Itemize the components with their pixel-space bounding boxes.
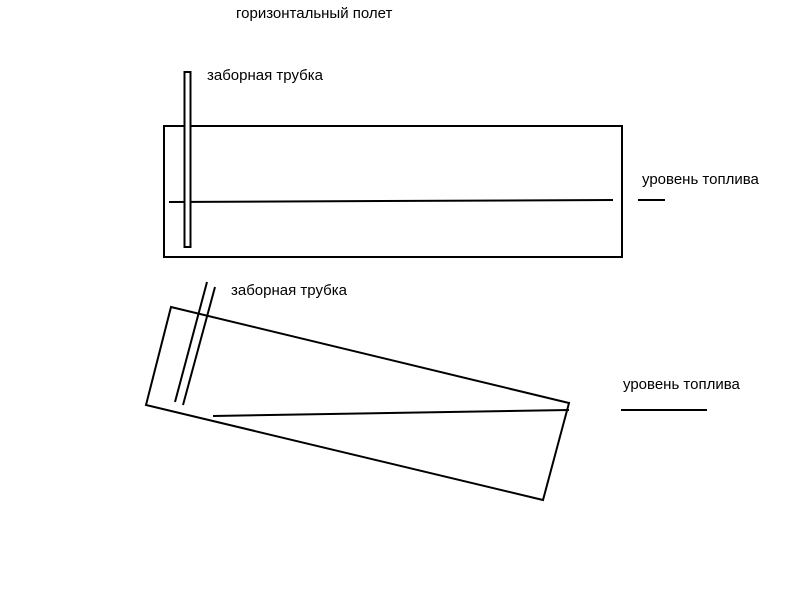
tilted-intake-tube-line-left	[174, 281, 208, 403]
horizontal-intake-tube	[183, 71, 192, 248]
horizontal-fuel-level-line	[168, 199, 614, 203]
diagram-title: горизонтальный полет	[236, 5, 393, 22]
fuel-level-label-top: уровень топлива	[642, 171, 759, 188]
tilted-fuel-level-line	[212, 409, 570, 417]
horizontal-tank	[163, 125, 623, 258]
tilted-intake-tube-line-right	[182, 286, 216, 406]
fuel-level-label-bottom: уровень топлива	[623, 376, 740, 393]
tilted-tank	[144, 305, 571, 502]
intake-tube-label-bottom: заборная трубка	[231, 282, 347, 299]
tilted-tank-group	[144, 281, 707, 502]
horizontal-tank-group	[163, 71, 665, 258]
intake-tube-label-top: заборная трубка	[207, 67, 323, 84]
